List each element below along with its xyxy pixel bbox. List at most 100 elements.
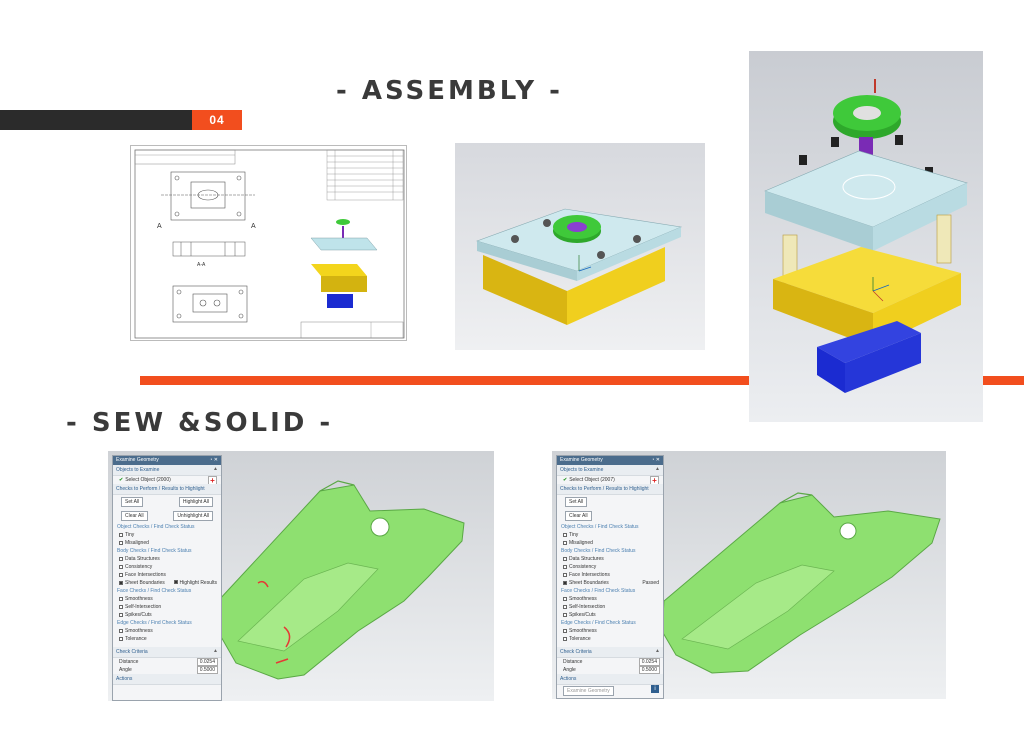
tiny-label: Tiny [569,532,579,538]
data-structures-checkbox[interactable] [119,557,123,561]
dialog-window-controls[interactable]: ◔ ✕ [209,457,218,463]
select-object-row[interactable]: ✔Select Object (2000)+ [113,476,221,485]
consistency-row[interactable]: Consistency [113,563,221,571]
spikes-cuts-row[interactable]: Spikes/Cuts [113,611,221,619]
smoothness-row[interactable]: Smoothness [557,595,663,603]
assembly-drawing-sheet: A A A-A [130,145,407,341]
chevron-up-icon: ▲ [213,648,218,654]
face-intersections-row[interactable]: Face Intersections [113,571,221,579]
highlight-results-checkbox[interactable] [174,580,179,584]
distance-field[interactable]: 0.0254 [196,658,218,666]
assembled-mold-render [455,143,705,350]
consistency-row[interactable]: Consistency [557,563,663,571]
distance-field[interactable]: 0.0254 [638,658,660,666]
dialog-window-controls[interactable]: ◔ ✕ [651,457,660,463]
examine-geometry-button[interactable]: Examine Geometry [563,686,614,696]
spikes-cuts-checkbox[interactable] [119,613,123,617]
self-intersection-row[interactable]: Self-Intersection [557,603,663,611]
face-intersections-checkbox[interactable] [563,573,567,577]
smoothness-label: Smoothness [125,596,153,602]
objects-section[interactable]: Objects to Examine▲ [557,465,663,476]
tiny-checkbox[interactable] [563,533,567,537]
check-criteria-section[interactable]: Check Criteria▲ [557,647,663,658]
checks-section[interactable]: Checks to Perform / Results to Highlight [557,484,663,495]
spikes-cuts-row[interactable]: Spikes/Cuts [557,611,663,619]
smoothness-row[interactable]: Smoothness [113,595,221,603]
angle-label: Angle [119,667,132,673]
clear-all-button[interactable]: Clear All [121,511,148,521]
tiny-checkbox-row[interactable]: Tiny [113,531,221,539]
edge-smoothness-row[interactable]: Smoothness [113,627,221,635]
unhighlight-all-button[interactable]: Unhighlight All [173,511,213,521]
actions-section-label: Actions [560,676,577,682]
data-structures-row[interactable]: Data Structures [113,555,221,563]
misaligned-checkbox[interactable] [563,541,567,545]
distance-label: Distance [119,659,139,665]
dialog-title-bar: Examine Geometry ◔ ✕ [557,456,663,465]
examine-geometry-dialog-right: Examine Geometry ◔ ✕ Objects to Examine▲… [556,455,664,699]
self-intersection-row[interactable]: Self-Intersection [113,603,221,611]
misaligned-label: Misaligned [569,540,593,546]
actions-section[interactable]: Actions [557,674,663,685]
section-view-label: A-A [197,262,206,268]
angle-label: Angle [563,667,576,673]
face-intersections-label: Face Intersections [569,572,610,578]
edge-smoothness-checkbox[interactable] [119,629,123,633]
checks-section[interactable]: Checks to Perform / Results to Highlight [113,484,221,495]
smoothness-checkbox[interactable] [563,597,567,601]
highlight-all-button[interactable]: Highlight All [178,497,213,507]
data-structures-label: Data Structures [125,556,160,562]
check-criteria-section[interactable]: Check Criteria▲ [113,647,221,658]
tolerance-row[interactable]: Tolerance [557,635,663,643]
actions-row: Examine Geometry i [557,685,663,697]
sheet-boundaries-label: Sheet Boundaries [569,580,609,586]
data-structures-label: Data Structures [569,556,604,562]
face-checks-heading: Face Checks / Find Check Status [561,588,636,594]
section-label-a-right: A [251,223,256,230]
highlight-results-toggle[interactable]: Highlight Results [174,580,217,586]
set-all-button[interactable]: Set All [121,497,144,507]
sheet-boundaries-row[interactable]: Sheet Boundaries Highlight Results [113,579,221,587]
info-icon[interactable]: i [651,685,659,693]
face-intersections-row[interactable]: Face Intersections [557,571,663,579]
actions-section[interactable]: Actions [113,674,221,685]
tolerance-checkbox[interactable] [563,637,567,641]
sheet-boundaries-checkbox[interactable] [119,581,123,585]
consistency-checkbox[interactable] [563,565,567,569]
set-all-button[interactable]: Set All [565,497,588,507]
angle-field[interactable]: 0.5000 [196,666,218,674]
highlight-results-label: Highlight Results [179,580,217,586]
tiny-checkbox-row[interactable]: Tiny [557,531,663,539]
header-dark-bar [0,110,192,130]
face-intersections-checkbox[interactable] [119,573,123,577]
edge-smoothness-row[interactable]: Smoothness [557,627,663,635]
misaligned-checkbox-row[interactable]: Misaligned [113,539,221,547]
data-structures-row[interactable]: Data Structures [557,555,663,563]
distance-label: Distance [563,659,583,665]
misaligned-checkbox-row[interactable]: Misaligned [557,539,663,547]
data-structures-checkbox[interactable] [563,557,567,561]
self-intersection-checkbox[interactable] [119,605,123,609]
angle-field[interactable]: 0.5000 [638,666,660,674]
face-intersections-label: Face Intersections [125,572,166,578]
self-intersection-checkbox[interactable] [563,605,567,609]
edge-smoothness-checkbox[interactable] [563,629,567,633]
clear-all-button[interactable]: Clear All [565,511,592,521]
check-criteria-label: Check Criteria [560,649,592,655]
tolerance-row[interactable]: Tolerance [113,635,221,643]
exploded-mold-render [749,51,983,422]
sheet-boundaries-checkbox[interactable] [563,581,567,585]
self-intersection-label: Self-Intersection [569,604,606,610]
tiny-checkbox[interactable] [119,533,123,537]
objects-section[interactable]: Objects to Examine▲ [113,465,221,476]
smoothness-checkbox[interactable] [119,597,123,601]
select-object-row[interactable]: ✔Select Object (2007)+ [557,476,663,485]
checkmark-icon: ✔ [119,477,124,483]
tolerance-checkbox[interactable] [119,637,123,641]
spikes-cuts-checkbox[interactable] [563,613,567,617]
consistency-checkbox[interactable] [119,565,123,569]
object-checks-heading: Object Checks / Find Check Status [561,524,639,530]
section-label-a-left: A [157,223,162,230]
misaligned-checkbox[interactable] [119,541,123,545]
